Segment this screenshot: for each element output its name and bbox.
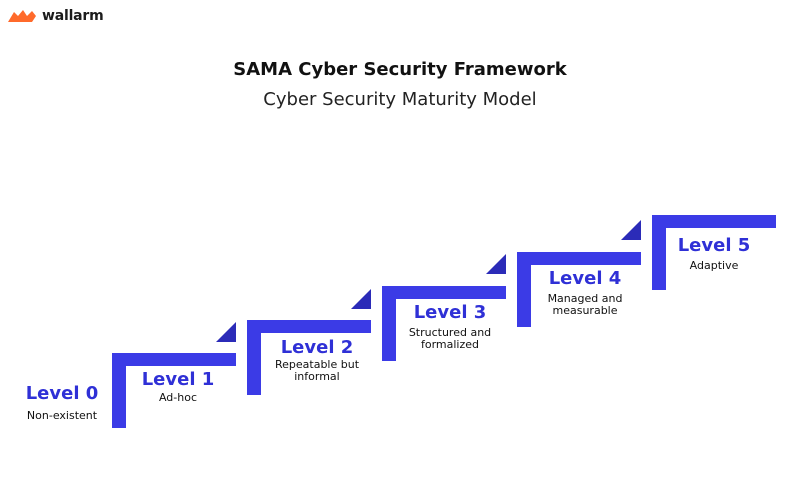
page-subtitle: Cyber Security Maturity Model	[263, 89, 537, 110]
level-0-title: Level 0	[25, 383, 99, 404]
page-title: SAMA Cyber Security Framework	[233, 59, 567, 80]
level-0-description: Non-existent	[26, 409, 98, 422]
level-4-title: Level 4	[548, 268, 622, 289]
level-3-description: Structured and formalized	[408, 326, 492, 351]
level-1-description: Ad-hoc	[158, 391, 198, 404]
level-5-description: Adaptive	[689, 259, 739, 272]
brand-name: wallarm	[42, 8, 104, 24]
level-5-title: Level 5	[677, 235, 751, 256]
level-3-title: Level 3	[413, 302, 487, 323]
step-level-3	[382, 254, 506, 361]
step-level-2	[247, 289, 371, 395]
level-2-description: Repeatable but informal	[274, 358, 360, 383]
step-level-5	[652, 215, 776, 290]
wallarm-logo-icon	[8, 10, 36, 22]
step-level-1	[112, 322, 236, 428]
level-1-title: Level 1	[141, 369, 215, 390]
brand-logo: wallarm	[8, 6, 104, 26]
level-4-description: Managed and measurable	[547, 292, 623, 317]
level-2-title: Level 2	[280, 337, 354, 358]
step-level-4	[517, 220, 641, 327]
